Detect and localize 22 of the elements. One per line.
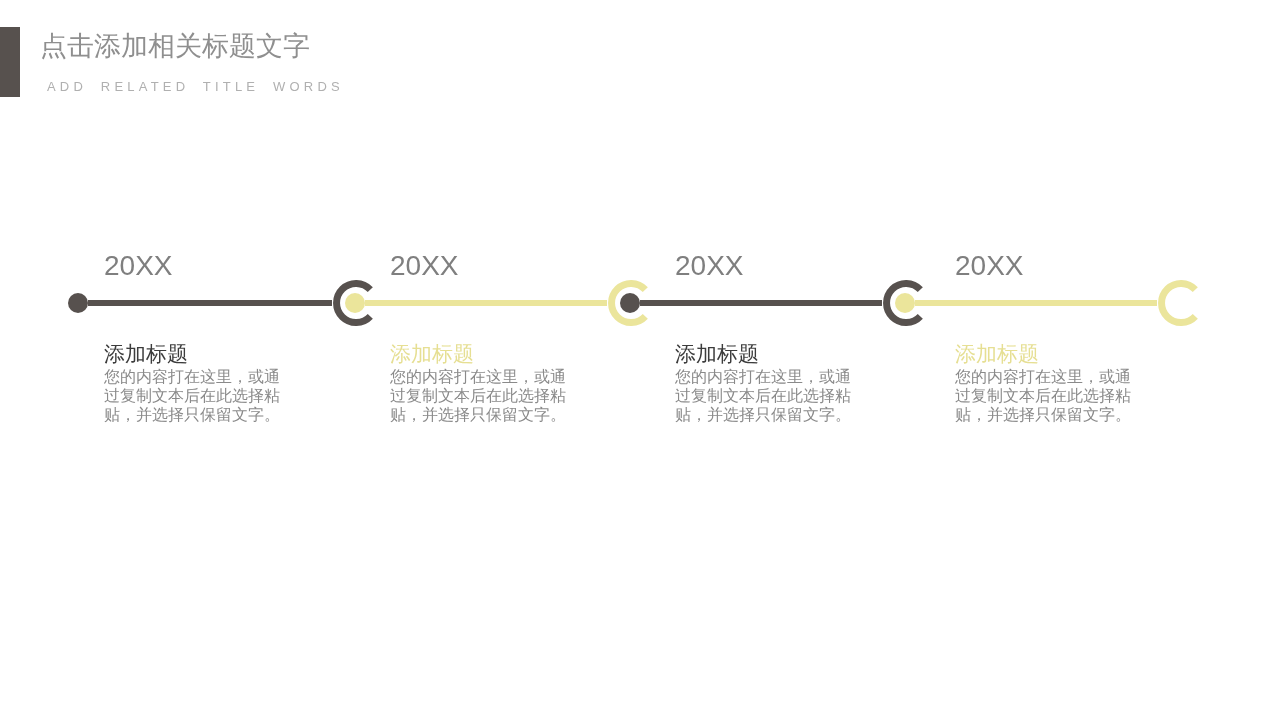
milestone-title: 添加标题 [390,342,474,367]
milestone-title: 添加标题 [955,342,1039,367]
year-label: 20XX [104,250,173,283]
timeline-line [915,300,1157,306]
milestone-title: 添加标题 [104,342,188,367]
year-label: 20XX [955,250,1024,283]
milestone-description: 您的内容打在这里，或通过复制文本后在此选择粘贴，并选择只保留文字。 [955,367,1132,424]
year-label: 20XX [675,250,744,283]
timeline-dot [895,293,915,313]
timeline-line [640,300,882,306]
timeline-dot [68,293,88,313]
milestone-description: 您的内容打在这里，或通过复制文本后在此选择粘贴，并选择只保留文字。 [104,367,281,424]
slide-title: 点击添加相关标题文字 [40,31,310,63]
milestone-title: 添加标题 [675,342,759,367]
milestone-description: 您的内容打在这里，或通过复制文本后在此选择粘贴，并选择只保留文字。 [390,367,567,424]
timeline-dot [345,293,365,313]
milestone-description: 您的内容打在这里，或通过复制文本后在此选择粘贴，并选择只保留文字。 [675,367,852,424]
subtitle: ADD RELATED TITLE WORDS [47,80,344,95]
timeline-line [88,300,332,306]
timeline-line [365,300,607,306]
timeline-dot [620,293,640,313]
year-label: 20XX [390,250,459,283]
